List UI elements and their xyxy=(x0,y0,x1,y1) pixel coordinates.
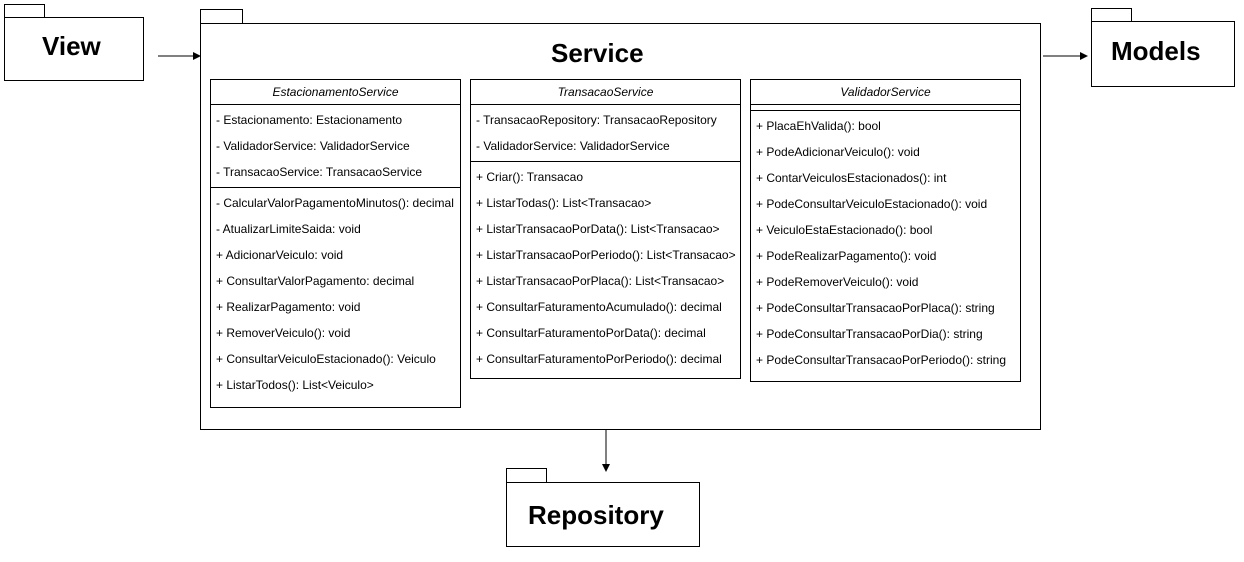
class-name: ValidadorService xyxy=(751,80,1020,105)
methods-section: - CalcularValorPagamentoMinutos(): decim… xyxy=(211,188,460,400)
method: + VeiculoEstaEstacionado(): bool xyxy=(756,223,933,237)
method: + PlacaEhValida(): bool xyxy=(756,119,881,133)
method: + PodeRemoverVeiculo(): void xyxy=(756,275,919,289)
attribute: - ValidadorService: ValidadorService xyxy=(216,139,410,153)
class-validador-service[interactable]: ValidadorService + PlacaEhValida(): bool… xyxy=(750,79,1021,382)
class-estacionamento-service[interactable]: EstacionamentoService - Estacionamento: … xyxy=(210,79,461,408)
attribute: - ValidadorService: ValidadorService xyxy=(476,139,670,153)
package-tab xyxy=(4,4,45,18)
method: + ContarVeiculosEstacionados(): int xyxy=(756,171,947,185)
method: + ListarTodas(): List<Transacao> xyxy=(476,196,652,210)
methods-section: + PlacaEhValida(): bool + PodeAdicionarV… xyxy=(751,111,1020,375)
method: + ListarTransacaoPorData(): List<Transac… xyxy=(476,222,720,236)
method: + RealizarPagamento: void xyxy=(216,300,361,314)
package-tab xyxy=(506,468,547,483)
attribute: - TransacaoService: TransacaoService xyxy=(216,165,423,179)
method: + PodeAdicionarVeiculo(): void xyxy=(756,145,920,159)
attribute: - Estacionamento: Estacionamento xyxy=(216,113,403,127)
method: + PodeConsultarVeiculoEstacionado(): voi… xyxy=(756,197,988,211)
method: + ConsultarVeiculoEstacionado(): Veiculo xyxy=(216,352,436,366)
method: + ConsultarFaturamentoAcumulado(): decim… xyxy=(476,300,722,314)
method: + ListarTransacaoPorPlaca(): List<Transa… xyxy=(476,274,725,288)
class-transacao-service[interactable]: TransacaoService - TransacaoRepository: … xyxy=(470,79,741,379)
package-title-view: View xyxy=(42,31,101,61)
attributes-section xyxy=(751,105,1020,111)
package-title-service: Service xyxy=(551,38,644,68)
package-box xyxy=(4,17,144,81)
method: + PodeRealizarPagamento(): void xyxy=(756,249,937,263)
method: + Criar(): Transacao xyxy=(476,170,584,184)
attributes-section: - TransacaoRepository: TransacaoReposito… xyxy=(471,105,740,162)
method: + RemoverVeiculo(): void xyxy=(216,326,351,340)
method: + PodeConsultarTransacaoPorPlaca(): stri… xyxy=(756,301,995,315)
package-tab xyxy=(1091,8,1132,22)
method: + ListarTransacaoPorPeriodo(): List<Tran… xyxy=(476,248,736,262)
method: - CalcularValorPagamentoMinutos(): decim… xyxy=(216,196,454,210)
methods-section: + Criar(): Transacao + ListarTodas(): Li… xyxy=(471,162,740,374)
package-tab xyxy=(200,9,243,24)
method: + PodeConsultarTransacaoPorDia(): string xyxy=(756,327,983,341)
method: + ConsultarFaturamentoPorPeriodo(): deci… xyxy=(476,352,722,366)
method: + PodeConsultarTransacaoPorPeriodo(): st… xyxy=(756,353,1007,367)
class-name: EstacionamentoService xyxy=(211,80,460,105)
method: + AdicionarVeiculo: void xyxy=(216,248,344,262)
package-title-repository: Repository xyxy=(528,500,664,530)
method: + ConsultarFaturamentoPorData(): decimal xyxy=(476,326,706,340)
method: - AtualizarLimiteSaida: void xyxy=(216,222,361,236)
attribute: - TransacaoRepository: TransacaoReposito… xyxy=(476,113,717,127)
attributes-section: - Estacionamento: Estacionamento - Valid… xyxy=(211,105,460,188)
package-box xyxy=(506,482,700,547)
class-name: TransacaoService xyxy=(471,80,740,105)
method: + ListarTodos(): List<Veiculo> xyxy=(216,378,374,392)
package-box xyxy=(1091,21,1235,87)
package-title-models: Models xyxy=(1111,36,1201,66)
method: + ConsultarValorPagamento: decimal xyxy=(216,274,415,288)
